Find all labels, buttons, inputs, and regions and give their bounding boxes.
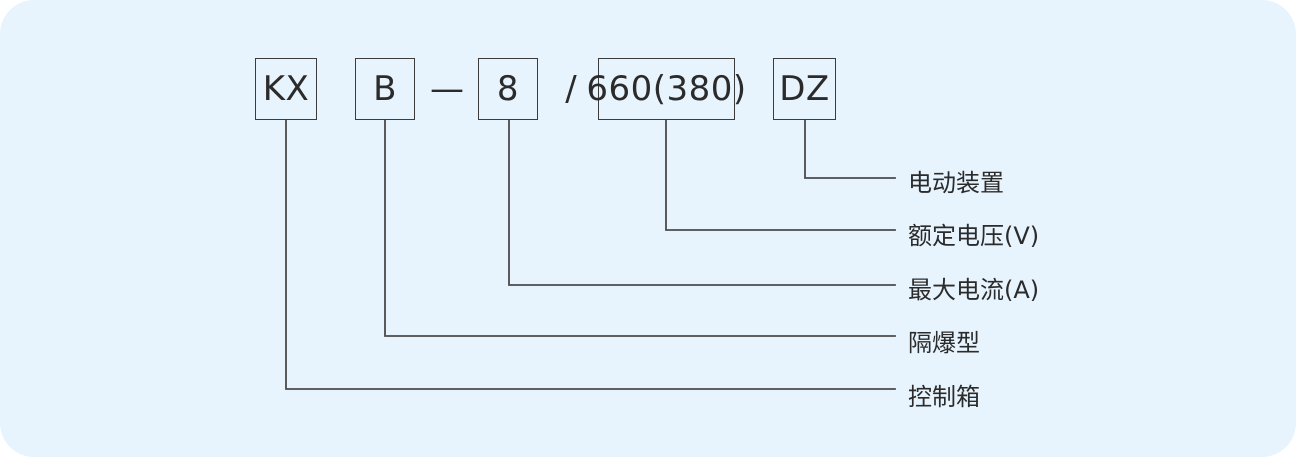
callout-label-max-current: 最大电流(A) bbox=[908, 276, 1040, 304]
model-segment-current: 8 bbox=[478, 58, 538, 120]
callout-label-flameproof-type: 隔爆型 bbox=[908, 329, 980, 357]
leader-line-flameproof-callout bbox=[384, 119, 896, 337]
model-segment-dz: DZ bbox=[773, 58, 836, 120]
model-separator-slash: / bbox=[565, 69, 577, 109]
model-segment-kx: KX bbox=[255, 58, 317, 120]
leader-line-group bbox=[285, 119, 896, 390]
callout-label-control-box: 控制箱 bbox=[908, 383, 980, 411]
leader-line-controlbox-callout bbox=[285, 119, 896, 390]
leader-line-dz-callout bbox=[804, 119, 896, 179]
callout-label-rated-voltage: 额定电压(V) bbox=[908, 222, 1040, 250]
leader-line-voltage-callout bbox=[665, 119, 896, 231]
model-separator-dash: — bbox=[430, 69, 464, 109]
model-segment-b: B bbox=[355, 58, 415, 120]
callout-label-electric-device: 电动装置 bbox=[908, 169, 1004, 197]
leader-line-current-callout bbox=[508, 119, 896, 286]
model-segment-voltage: 660(380) bbox=[586, 58, 746, 120]
